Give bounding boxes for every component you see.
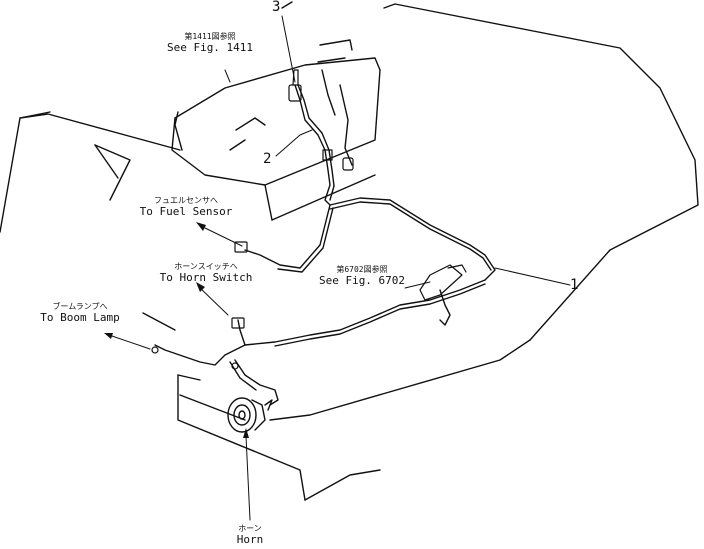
label-see-fig-1411-en: See Fig. 1411	[166, 41, 254, 54]
label-see-fig-6702-jp: 第6702図参照	[336, 265, 388, 274]
label-to-fuel-sensor: フュエルセンサへ To Fuel Sensor	[130, 196, 242, 218]
callout-3: 3	[272, 0, 281, 15]
label-to-fuel-sensor-jp: フュエルセンサへ	[154, 196, 218, 205]
label-see-fig-6702: 第6702図参照 See Fig. 6702	[312, 265, 412, 287]
label-see-fig-1411-jp: 第1411図参照	[184, 32, 236, 41]
label-to-boom-lamp-en: To Boom Lamp	[40, 311, 120, 324]
callout-2: 2	[263, 151, 272, 167]
connectors	[151, 69, 467, 370]
leader-lines	[111, 15, 571, 521]
label-see-fig-6702-en: See Fig. 6702	[318, 274, 406, 287]
fuel-tank-box	[171, 39, 381, 221]
label-horn: ホーン Horn	[222, 524, 278, 546]
label-to-horn-switch-en: To Horn Switch	[159, 271, 253, 284]
horn-illustration	[227, 397, 273, 433]
machine-frame-outline	[0, 1, 699, 501]
label-horn-en: Horn	[236, 533, 264, 546]
label-to-boom-lamp: ブームランプへ To Boom Lamp	[30, 302, 130, 324]
label-to-horn-switch: ホーンスイッチへ To Horn Switch	[150, 262, 262, 284]
label-to-horn-switch-jp: ホーンスイッチへ	[174, 262, 238, 271]
label-to-fuel-sensor-en: To Fuel Sensor	[139, 205, 233, 218]
callout-1: 1	[570, 277, 579, 293]
label-horn-jp: ホーン	[238, 524, 262, 533]
wiring-harness	[154, 69, 496, 406]
arrowheads	[104, 222, 249, 438]
label-see-fig-1411: 第1411図参照 See Fig. 1411	[160, 32, 260, 54]
label-to-boom-lamp-jp: ブームランプへ	[52, 302, 108, 311]
